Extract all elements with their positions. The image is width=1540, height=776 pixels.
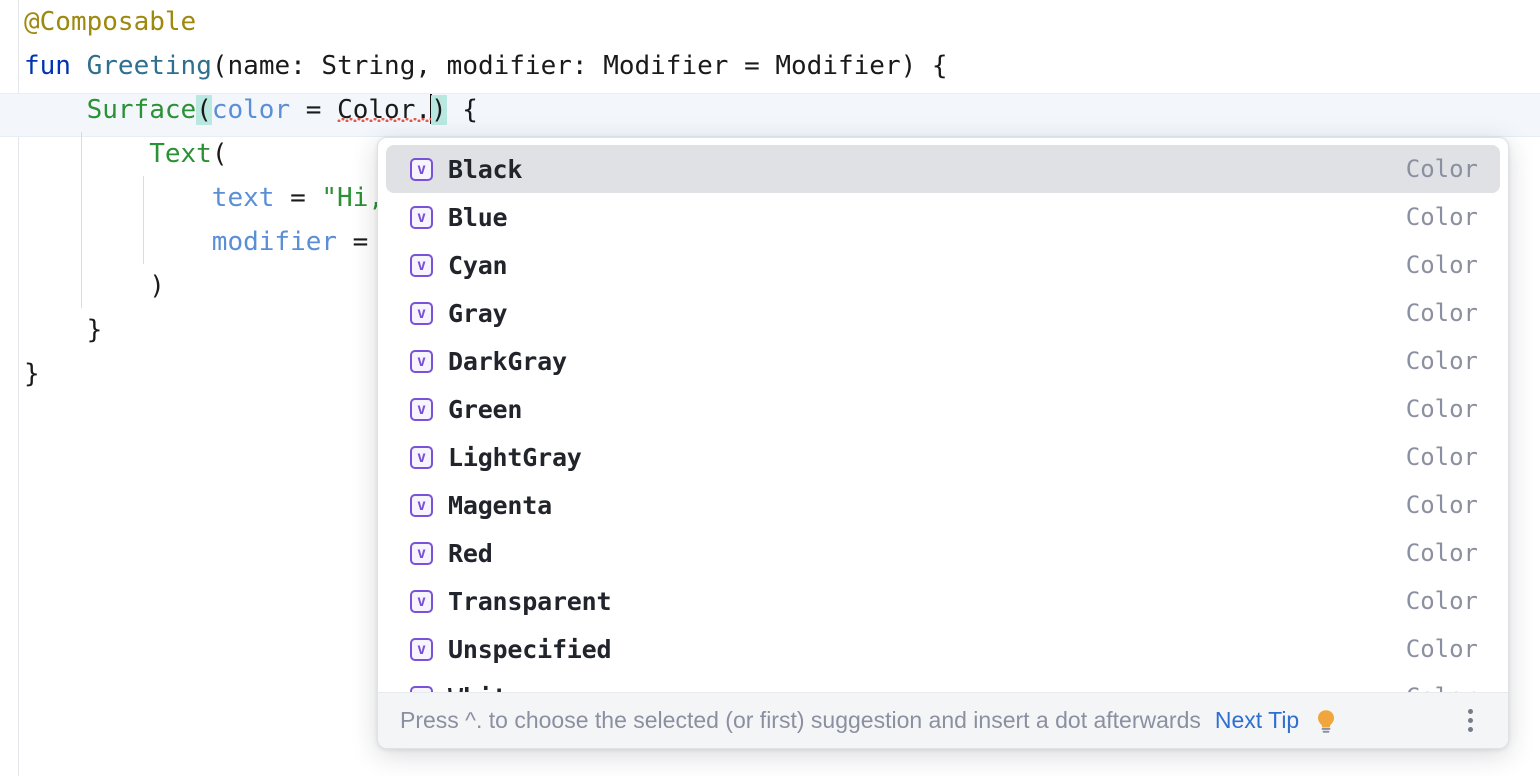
property-variable-icon: v [410, 301, 433, 325]
property-variable-icon: v [410, 205, 433, 229]
property-variable-icon: v [410, 541, 433, 565]
code-token: color [211, 95, 291, 125]
property-variable-icon: v [410, 493, 433, 517]
code-token: modifier [211, 227, 338, 257]
code-token: Greeting [86, 51, 212, 81]
property-variable-icon: v [410, 637, 433, 661]
completion-item-label: Green [448, 394, 523, 424]
code-token: = [274, 183, 322, 213]
property-variable-icon: v [410, 445, 433, 469]
completion-item-label: Transparent [448, 586, 612, 616]
code-line: } [87, 308, 103, 352]
completion-item-type: Color [1405, 251, 1478, 279]
property-variable-icon: v [410, 589, 433, 613]
completion-item-label: Unspecified [448, 634, 612, 664]
completion-item-type: Color [1405, 347, 1478, 375]
code-token: text [211, 183, 275, 213]
completion-hint-bar: Press ^. to choose the selected (or firs… [378, 692, 1508, 748]
property-variable-icon: v [410, 349, 433, 373]
completion-item-type: Color [1405, 587, 1478, 615]
completion-item-type: Color [1405, 203, 1478, 231]
code-line: fun Greeting(name: String, modifier: Mod… [24, 44, 948, 88]
completion-item-type: Color [1405, 539, 1478, 567]
completion-item[interactable]: v Magenta Color [386, 481, 1500, 529]
code-line: @Composable [24, 0, 196, 44]
code-token: ) [149, 271, 165, 301]
completion-item-label: DarkGray [448, 346, 567, 376]
current-line-highlight [0, 93, 1540, 137]
completion-item-label: Red [448, 538, 493, 568]
code-token: { [446, 95, 478, 125]
code-line: text = "Hi, [212, 176, 384, 220]
completion-item[interactable]: v DarkGray Color [386, 337, 1500, 385]
completion-item-label: Cyan [448, 250, 508, 280]
matching-bracket-highlight: ( [196, 95, 212, 125]
completion-item[interactable]: v Unspecified Color [386, 625, 1500, 673]
completion-item[interactable]: v Green Color [386, 385, 1500, 433]
completion-item-label: Black [448, 154, 523, 184]
code-token: ( [211, 139, 228, 169]
completion-item-type: Color [1405, 395, 1478, 423]
completion-item-type: Color [1405, 491, 1478, 519]
completion-item[interactable]: v White Color [386, 673, 1500, 692]
completion-item[interactable]: v LightGray Color [386, 433, 1500, 481]
completion-item-label: White [448, 683, 522, 693]
code-token: = [337, 227, 384, 257]
completion-item[interactable]: v Red Color [386, 529, 1500, 577]
completion-item-label: Magenta [448, 490, 552, 520]
completion-item-type: Color [1405, 635, 1478, 663]
code-token: Surface [86, 95, 197, 125]
completion-item[interactable]: v Gray Color [386, 289, 1500, 337]
indent-guide [80, 132, 82, 308]
code-token: Text [149, 139, 212, 169]
completion-item-type: Color [1406, 683, 1478, 692]
code-token: "Hi, [321, 183, 385, 213]
kebab-menu-icon[interactable] [1456, 707, 1484, 735]
property-variable-icon: v [410, 397, 433, 421]
completion-item[interactable]: v Black Color [386, 145, 1500, 193]
code-line: modifier = [212, 220, 384, 264]
code-token: fun [24, 51, 87, 81]
code-token: @Composable [24, 7, 197, 37]
error-underlined-text: Color. [337, 95, 431, 125]
indent-guide [143, 176, 145, 264]
code-line: } [24, 352, 40, 396]
completion-item-label: Gray [448, 298, 508, 328]
completion-item-type: Color [1405, 299, 1478, 327]
code-token: = [290, 95, 338, 125]
code-line: Text( [149, 132, 227, 176]
next-tip-link[interactable]: Next Tip [1214, 707, 1300, 733]
property-variable-icon: v [410, 253, 433, 277]
property-variable-icon: v [410, 157, 433, 181]
gutter-separator [18, 0, 19, 776]
property-variable-icon: v [410, 685, 433, 692]
code-token: } [24, 359, 40, 389]
completion-item-label: LightGray [448, 442, 582, 472]
code-line: ) [149, 264, 165, 308]
completion-item[interactable]: v Transparent Color [386, 577, 1500, 625]
matching-bracket-highlight: ) [431, 95, 447, 125]
completion-item[interactable]: v Blue Color [386, 193, 1500, 241]
code-line: Surface(color = Color.) { [87, 88, 478, 132]
completion-item[interactable]: v Cyan Color [386, 241, 1500, 289]
code-token: } [86, 315, 103, 345]
completion-item-label: Blue [448, 202, 508, 232]
lightbulb-icon [1312, 707, 1340, 735]
hint-text: Press ^. to choose the selected (or firs… [400, 707, 1201, 733]
code-token: (name: String, modifier: Modifier = Modi… [211, 51, 948, 81]
completion-item-type: Color [1405, 443, 1478, 471]
completion-item-type: Color [1405, 155, 1478, 183]
